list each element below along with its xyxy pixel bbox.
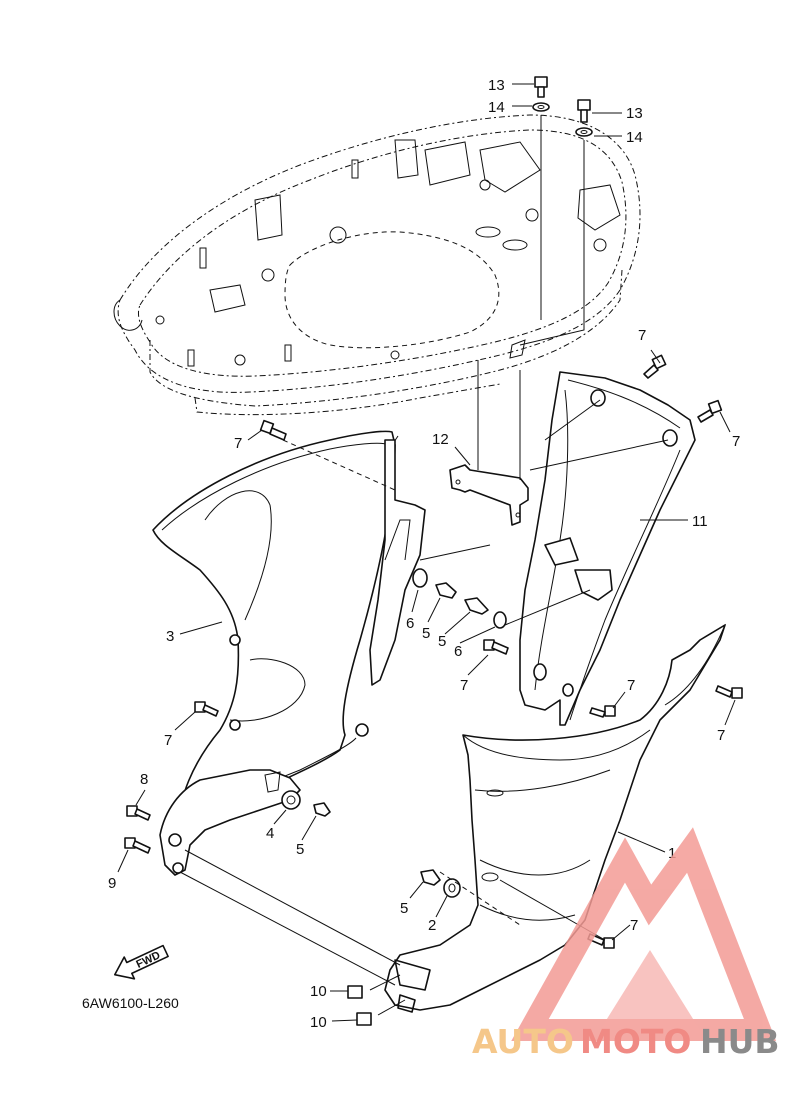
washer-14-right <box>575 127 593 137</box>
callout-10-upper: 10 <box>310 983 327 1000</box>
callout-13-left: 13 <box>488 77 505 94</box>
callout-6-upper: 6 <box>406 615 414 632</box>
diagram-code: 6AW6100-L260 <box>82 995 179 1011</box>
bolt-9 <box>124 837 151 854</box>
callout-14-left: 14 <box>488 99 505 116</box>
callout-7-cover11-top: 7 <box>638 327 646 344</box>
callout-7-cover11-right: 7 <box>732 433 740 450</box>
grommet-6-a <box>412 568 428 588</box>
collar-5-a <box>435 582 457 599</box>
bolt-7-a <box>259 419 287 441</box>
grommet-2 <box>443 878 461 898</box>
callout-7-center: 7 <box>460 677 468 694</box>
callout-11: 11 <box>692 513 708 530</box>
grommet-4 <box>281 790 301 810</box>
callout-5-upper-right: 5 <box>438 633 446 650</box>
bolt-8 <box>126 805 151 821</box>
nut-10-b <box>356 1012 372 1026</box>
bolt-7-b <box>643 354 667 379</box>
callout-14-right: 14 <box>626 129 643 146</box>
callout-13-right: 13 <box>626 105 643 122</box>
collar-5-b <box>464 597 489 615</box>
callout-10-lower: 10 <box>310 1014 327 1031</box>
watermark-logo <box>511 827 777 1041</box>
callout-6-lower: 6 <box>454 643 462 660</box>
watermark-hub: HUB <box>700 1022 780 1061</box>
callout-4: 4 <box>266 825 274 842</box>
callout-5-upper-left: 5 <box>422 625 430 642</box>
washer-14-left <box>532 102 550 112</box>
callout-5-lower-left: 5 <box>296 841 304 858</box>
watermark-moto: MOTO <box>580 1022 691 1061</box>
bolt-13-left <box>534 76 548 98</box>
callout-9: 9 <box>108 875 116 892</box>
callout-8: 8 <box>140 771 148 788</box>
callout-5-lower-center: 5 <box>400 900 408 917</box>
callout-7-cover3-top: 7 <box>234 435 242 452</box>
side-cover-3 <box>152 430 426 836</box>
side-cover-11 <box>519 371 696 726</box>
bolt-7-g <box>715 685 743 699</box>
callout-1: 1 <box>668 845 676 862</box>
bolt-7-e <box>194 701 219 717</box>
callout-3: 3 <box>166 628 174 645</box>
bottom-cover-1 <box>384 623 727 1013</box>
bracket-12 <box>449 360 529 526</box>
callout-7-cover1-bottom: 7 <box>630 917 638 934</box>
bolt-7-c <box>697 399 723 423</box>
callout-2: 2 <box>428 917 436 934</box>
bolt-7-d <box>483 639 509 655</box>
bolt-7-f <box>589 705 616 718</box>
callout-12: 12 <box>432 431 449 448</box>
fwd-label: FWD <box>134 949 162 970</box>
grommet-6-b <box>493 611 507 629</box>
nut-10-a <box>347 985 363 999</box>
callout-7-cover1-right: 7 <box>717 727 725 744</box>
watermark-auto: AUTO <box>472 1022 574 1061</box>
collar-5-d <box>420 869 441 886</box>
collar-5-c <box>313 802 331 817</box>
fwd-arrow: FWD <box>114 944 169 980</box>
bolt-13-right <box>577 99 591 123</box>
callout-7-cover11-bottom: 7 <box>627 677 635 694</box>
callout-7-cover3-mid: 7 <box>164 732 172 749</box>
lower-left-cover <box>159 769 401 986</box>
watermark-text: AUTO MOTO HUB <box>472 1022 780 1061</box>
upper-cowling-outline <box>113 114 641 416</box>
